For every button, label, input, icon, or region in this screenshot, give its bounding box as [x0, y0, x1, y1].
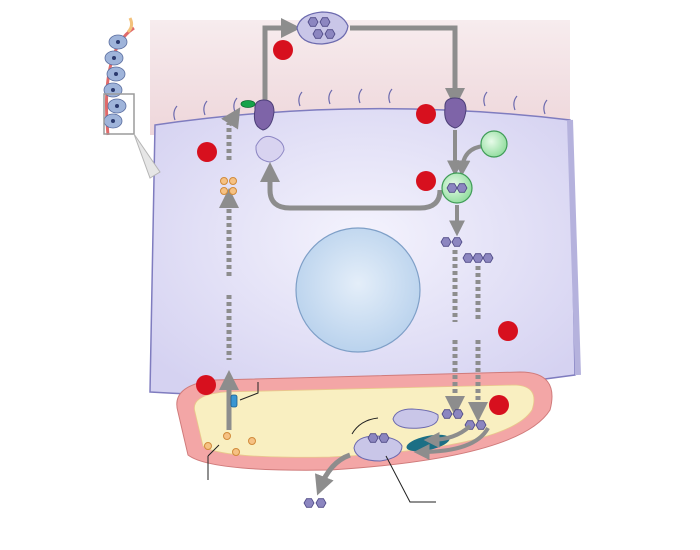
recycling-arrow: [260, 162, 443, 211]
binding-protein-upper: [392, 408, 439, 429]
bloodflow-arrow-2: [413, 426, 490, 460]
lysosome: [480, 130, 508, 158]
bloodflow-arrow-3: [314, 452, 351, 496]
microvilli: [173, 88, 548, 121]
iodide-leader-line: [207, 444, 220, 480]
hormone-diffusion-paths: [452, 250, 481, 406]
apical-loop-right: [350, 25, 465, 108]
nis-leader-line: [239, 382, 259, 401]
step-marker: [489, 395, 509, 415]
adjacent-cell-edge: [567, 119, 581, 376]
step-marker: [197, 142, 217, 162]
pendrin-channel: [240, 100, 256, 108]
apical-vesicle-left: [253, 99, 275, 131]
iodide-ions: [204, 177, 256, 456]
step-marker: [498, 321, 518, 341]
follicle-inset: [103, 14, 161, 179]
binding-protein-leader-lower: [385, 455, 436, 503]
secretory-vesicle: [255, 135, 285, 163]
apical-loop-left: [262, 18, 301, 105]
binding-protein-lower: [353, 435, 403, 462]
binding-protein-leader-upper: [351, 417, 379, 435]
inset-pointer: [133, 133, 161, 179]
apical-vesicle-right: [444, 97, 467, 129]
colloid-thyroglobulin: [296, 11, 349, 45]
step-marker: [416, 104, 436, 124]
bloodflow-arrow-1: [423, 424, 472, 448]
step-marker: [273, 40, 293, 60]
step-marker: [196, 375, 216, 395]
cell-nucleus: [295, 227, 421, 353]
step-marker: [416, 171, 436, 191]
nis-symporter: [230, 394, 238, 408]
step-markers: [196, 40, 518, 415]
